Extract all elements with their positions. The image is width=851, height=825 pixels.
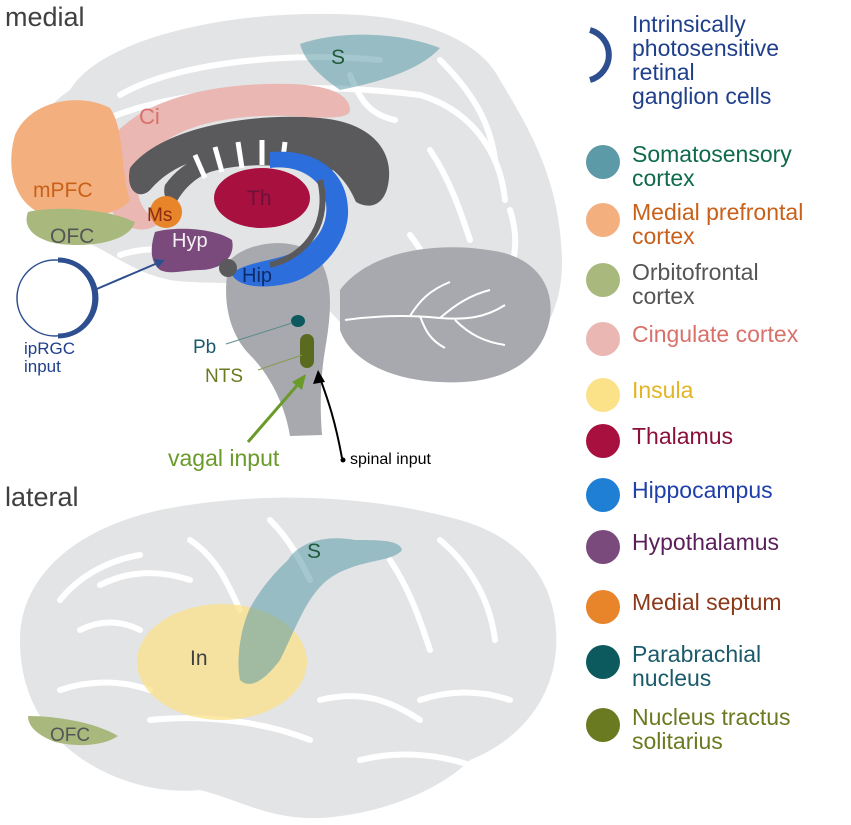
legend-swatch <box>586 645 620 679</box>
legend-label: Hypothalamus <box>632 529 780 555</box>
legend-swatch <box>586 708 620 742</box>
label-s-medial: S <box>331 46 345 69</box>
legend-label: Intrinsically photosensitive retinal gan… <box>632 11 780 109</box>
legend-swatch <box>586 530 620 564</box>
legend-label: Medial septum <box>632 589 782 615</box>
label-pb: Pb <box>193 337 216 358</box>
label-th: Th <box>247 187 272 210</box>
medial-brain <box>11 13 563 436</box>
lateral-somatosensory-region <box>238 538 402 684</box>
legend-label: Cingulate cortex <box>632 321 799 347</box>
nts-pointer <box>257 354 303 371</box>
fornix-stem <box>269 179 326 268</box>
legend-label: Somatosensory cortex <box>632 141 792 191</box>
label-ci: Ci <box>139 104 160 129</box>
label-in: In <box>190 647 208 670</box>
cingulate-region <box>102 83 350 230</box>
lateral-brain <box>20 497 557 819</box>
legend-swatch <box>586 478 620 512</box>
legend: Intrinsically photosensitive retinal gan… <box>586 0 851 825</box>
pb-pointer <box>225 322 293 345</box>
crescent-icon <box>589 27 612 83</box>
legend-swatch <box>586 145 620 179</box>
legend-swatch <box>586 590 620 624</box>
label-spinal: spinal input <box>350 451 432 468</box>
lateral-view-title: lateral <box>5 482 79 512</box>
label-mpfc: mPFC <box>33 179 93 202</box>
legend-swatch <box>586 378 620 412</box>
legend-label: Medial prefrontal cortex <box>632 199 804 249</box>
legend-swatch <box>586 322 620 356</box>
cerebellum-arbor <box>344 281 506 349</box>
legend-swatch <box>586 263 620 297</box>
label-nts: NTS <box>205 366 243 387</box>
label-ofc-medial: OFC <box>50 225 94 248</box>
mammillary-body <box>219 259 237 277</box>
legend-label: Insula <box>632 377 694 403</box>
legend-label: Thalamus <box>632 423 733 449</box>
thalamus-region <box>214 168 310 228</box>
medial-somatosensory-region <box>300 34 440 90</box>
lateral-ofc-region <box>28 716 118 746</box>
legend-label: Orbitofrontal cortex <box>632 259 759 309</box>
label-vagal: vagal input <box>168 445 280 471</box>
label-iprgc-line-1: ipRGC <box>24 339 75 358</box>
brainstem <box>226 243 330 436</box>
mpfc-region <box>11 100 130 218</box>
nts-region <box>300 334 314 368</box>
hypothalamus-region <box>151 228 233 273</box>
corpus-callosum <box>129 116 390 206</box>
label-hyp: Hyp <box>172 230 208 252</box>
legend-swatch <box>586 203 620 237</box>
lateral-gyri-lines <box>57 517 513 768</box>
legend-label: Nucleus tractus solitarius <box>632 704 791 754</box>
label-ofc-lateral: OFC <box>50 725 90 746</box>
vagal-arrow <box>246 374 306 443</box>
label-hip: Hip <box>242 265 272 287</box>
medial-view-title: medial <box>5 2 85 32</box>
parabrachial-region <box>291 315 305 327</box>
label-ms: Ms <box>147 205 172 226</box>
medial-ofc-region <box>26 208 135 246</box>
legend-label: Hippocampus <box>632 477 773 503</box>
iprgc-eye <box>16 257 165 339</box>
label-iprgc-line-2: input <box>24 357 61 376</box>
spinal-arrow <box>313 370 346 463</box>
legend-swatch <box>586 424 620 458</box>
label-iprgc: ipRGC input <box>24 339 80 376</box>
medial-septum-region <box>150 196 182 228</box>
legend-label: Parabrachial nucleus <box>632 641 762 691</box>
label-s-lateral: S <box>307 540 321 563</box>
